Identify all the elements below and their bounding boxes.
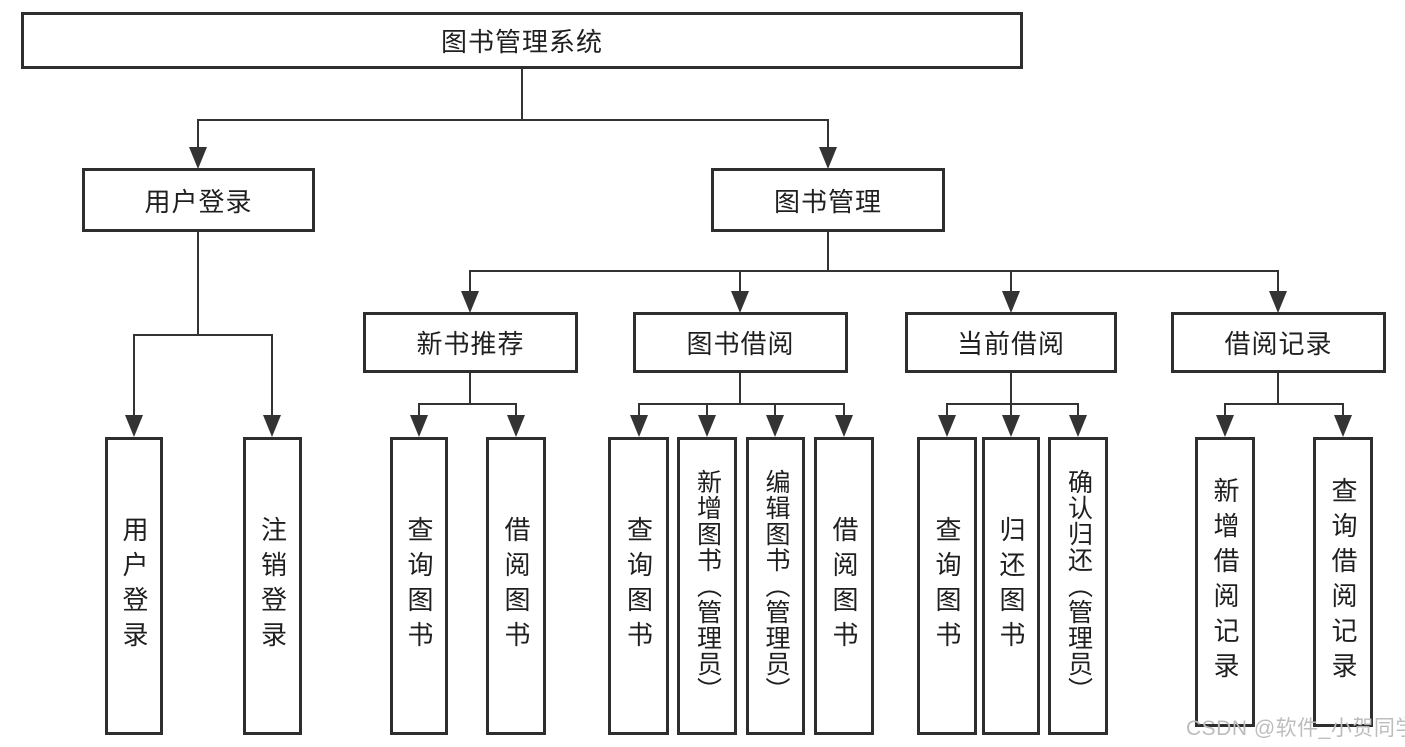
arrow-down-icon xyxy=(819,147,837,169)
connector-line xyxy=(638,403,640,419)
node-label: 查询图书 xyxy=(932,516,962,656)
node-label: 确认归还（管理员） xyxy=(1064,469,1093,703)
leaf-add-borrow-record: 新增借阅记录 xyxy=(1195,437,1255,727)
arrow-down-icon xyxy=(1269,291,1287,313)
node-label: 新书推荐 xyxy=(416,329,525,359)
leaf-query-books-borrowing: 查询图书 xyxy=(608,437,669,735)
connector-line xyxy=(133,334,135,418)
connector-line xyxy=(469,270,1279,272)
node-label: 查询借阅记录 xyxy=(1328,477,1358,687)
connector-line xyxy=(1342,403,1344,419)
connector-line xyxy=(197,119,199,151)
node-label: 归还图书 xyxy=(996,516,1026,656)
csdn-watermark: CSDN @软件_小贺同学 xyxy=(1186,717,1405,740)
arrow-down-icon xyxy=(698,415,716,437)
arrow-down-icon xyxy=(1069,415,1087,437)
connector-line xyxy=(1010,270,1012,294)
leaf-query-books-current: 查询图书 xyxy=(917,437,977,735)
arrow-down-icon xyxy=(1002,415,1020,437)
connector-line xyxy=(469,270,471,294)
arrow-down-icon xyxy=(1002,291,1020,313)
arrow-down-icon xyxy=(630,415,648,437)
connector-line xyxy=(739,373,741,405)
connector-line xyxy=(271,334,273,418)
arrow-down-icon xyxy=(731,291,749,313)
arrow-down-icon xyxy=(938,415,956,437)
node-label: 借阅记录 xyxy=(1224,329,1333,359)
leaf-query-borrow-record: 查询借阅记录 xyxy=(1313,437,1373,727)
leaf-return-books: 归还图书 xyxy=(982,437,1040,735)
connector-line xyxy=(1224,403,1344,405)
node-label: 新增借阅记录 xyxy=(1210,477,1240,687)
leaf-borrow-books-recommend: 借阅图书 xyxy=(486,437,546,735)
arrow-down-icon xyxy=(410,415,428,437)
leaf-logout: 注销登录 xyxy=(243,437,302,735)
node-library-management-system: 图书管理系统 xyxy=(21,12,1023,69)
connector-line xyxy=(774,403,776,419)
leaf-query-books-recommend: 查询图书 xyxy=(390,437,448,735)
connector-line xyxy=(1277,373,1279,405)
node-user-login: 用户登录 xyxy=(82,168,315,232)
connector-line xyxy=(418,403,420,419)
leaf-borrow-books: 借阅图书 xyxy=(814,437,874,735)
node-book-management: 图书管理 xyxy=(711,168,945,232)
node-label: 借阅图书 xyxy=(829,516,859,656)
connector-line xyxy=(521,68,523,120)
arrow-down-icon xyxy=(766,415,784,437)
connector-line xyxy=(1010,403,1012,419)
node-borrowing-records: 借阅记录 xyxy=(1171,312,1386,373)
node-label: 图书管理系统 xyxy=(440,27,603,57)
connector-line xyxy=(197,232,199,336)
node-label: 新增图书（管理员） xyxy=(693,469,722,703)
node-label: 借阅图书 xyxy=(501,516,531,656)
node-label: 查询图书 xyxy=(404,516,434,656)
connector-line xyxy=(469,373,471,405)
node-label: 用户登录 xyxy=(144,186,253,217)
connector-line xyxy=(739,270,741,294)
connector-line xyxy=(843,403,845,419)
node-label: 用户登录 xyxy=(119,516,149,656)
node-label: 编辑图书（管理员） xyxy=(762,469,790,703)
connector-line xyxy=(827,232,829,272)
node-label: 图书借阅 xyxy=(686,329,795,359)
leaf-edit-books-admin: 编辑图书（管理员） xyxy=(746,437,805,735)
arrow-down-icon xyxy=(835,415,853,437)
arrow-down-icon xyxy=(263,415,281,437)
arrow-down-icon xyxy=(1216,415,1234,437)
node-label: 当前借阅 xyxy=(956,329,1065,359)
connector-line xyxy=(515,403,517,419)
node-label: 注销登录 xyxy=(257,516,288,656)
arrow-down-icon xyxy=(125,415,143,437)
leaf-user-login: 用户登录 xyxy=(105,437,163,735)
connector-line xyxy=(946,403,948,419)
connector-line xyxy=(1077,403,1079,419)
connector-line xyxy=(418,403,517,405)
arrow-down-icon xyxy=(461,291,479,313)
connector-line xyxy=(638,403,845,405)
leaf-add-books-admin: 新增图书（管理员） xyxy=(677,437,737,735)
node-label: 查询图书 xyxy=(623,516,654,656)
arrow-down-icon xyxy=(189,147,207,169)
arrow-down-icon xyxy=(507,415,525,437)
node-new-book-recommend: 新书推荐 xyxy=(363,312,578,373)
connector-line xyxy=(197,119,829,121)
connector-line xyxy=(1224,403,1226,419)
node-current-borrowing: 当前借阅 xyxy=(905,312,1117,373)
connector-line xyxy=(1010,373,1012,405)
connector-line xyxy=(706,403,708,419)
node-book-borrowing: 图书借阅 xyxy=(633,312,848,373)
connector-line xyxy=(827,119,829,151)
leaf-confirm-return-admin: 确认归还（管理员） xyxy=(1048,437,1108,735)
node-label: 图书管理 xyxy=(773,186,882,217)
connector-line xyxy=(1277,270,1279,294)
connector-line xyxy=(133,334,273,336)
connector-line xyxy=(946,403,1079,405)
arrow-down-icon xyxy=(1334,415,1352,437)
